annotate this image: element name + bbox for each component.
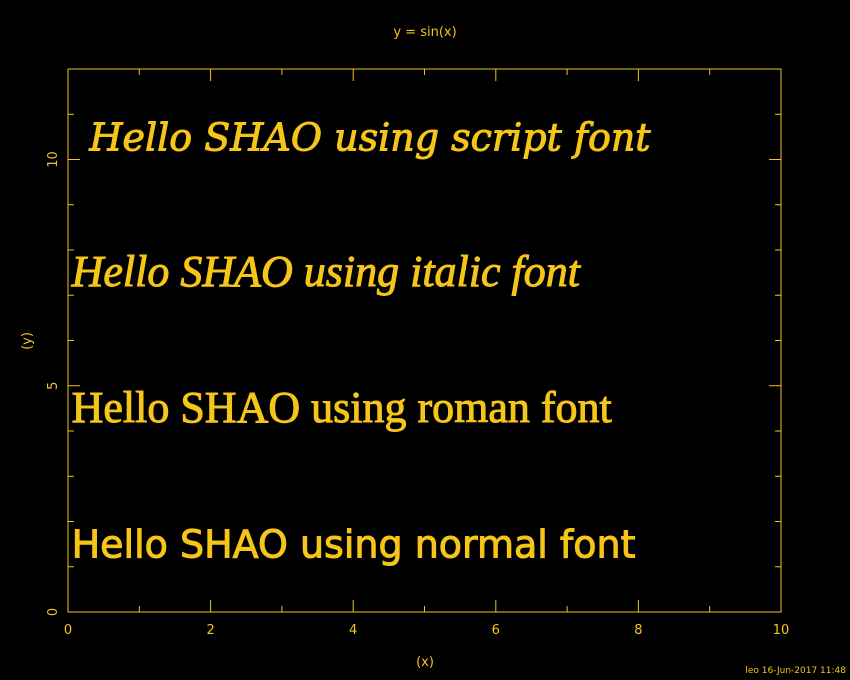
annotation-roman: Hello SHAO using roman font xyxy=(72,383,612,432)
x-axis-label: (x) xyxy=(416,655,434,670)
x-tick-label: 8 xyxy=(634,623,642,638)
x-tick-labels: 0 2 4 6 8 10 xyxy=(64,623,789,638)
x-tick-label: 10 xyxy=(773,623,790,638)
annotation-italic: Hello SHAO using italic font xyxy=(71,247,582,296)
axis-ticks xyxy=(67,68,782,613)
chart-title: y = sin(x) xyxy=(393,25,456,40)
y-tick-label: 0 xyxy=(46,608,61,616)
x-tick-label: 2 xyxy=(206,623,214,638)
y-tick-label: 10 xyxy=(46,151,61,168)
x-tick-label: 0 xyxy=(64,623,72,638)
x-tick-label: 6 xyxy=(492,623,500,638)
y-tick-label: 5 xyxy=(46,382,61,390)
y-tick-labels: 0 5 10 xyxy=(46,151,61,616)
x-tick-label: 4 xyxy=(349,623,357,638)
y-axis-label: (y) xyxy=(20,332,35,350)
annotation-normal: Hello SHAO using normal font xyxy=(72,523,636,567)
annotation-script: Hello SHAO using script font xyxy=(88,115,651,159)
footer-stamp: leo 16-Jun-2017 11:48 xyxy=(745,666,846,676)
